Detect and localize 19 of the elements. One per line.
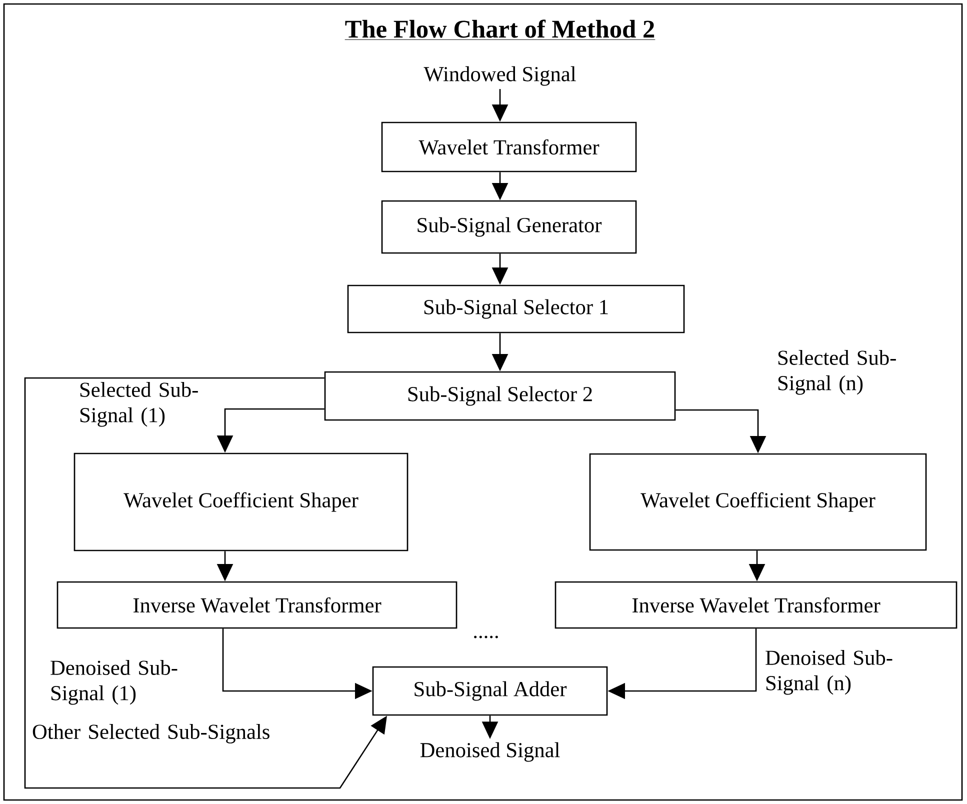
process-box: Sub-Signal Selector 1 [347,284,685,334]
edge-label: Selected Sub-Signal (n) [778,350,896,395]
edge-label: Denoised Sub-Signal (n) [766,650,892,695]
process-box: Sub-Signal Generator [381,200,637,254]
process-box: Sub-Signal Adder [372,666,608,716]
arrow [24,377,387,789]
title: The Flow Chart of Method 2 [344,20,656,40]
edge-label: Other Selected Sub-Signals [32,724,270,744]
edge-label: Selected Sub-Signal (1) [80,382,198,427]
process-box: Inverse Wavelet Transformer [554,581,958,629]
edge-label: Denoised Sub-Signal (1) [50,660,178,705]
signal-label: Windowed Signal [424,66,576,86]
process-box: Wavelet Coefficient Shaper [74,452,408,552]
process-box: Wavelet Transformer [381,122,637,172]
signal-label: Denoised Signal [420,742,560,762]
process-box: Wavelet Coefficient Shaper [589,453,927,551]
process-box: Sub-Signal Selector 2 [324,371,676,421]
process-box: Inverse Wavelet Transformer [56,581,458,629]
ellipsis-label: ..... [474,636,498,638]
